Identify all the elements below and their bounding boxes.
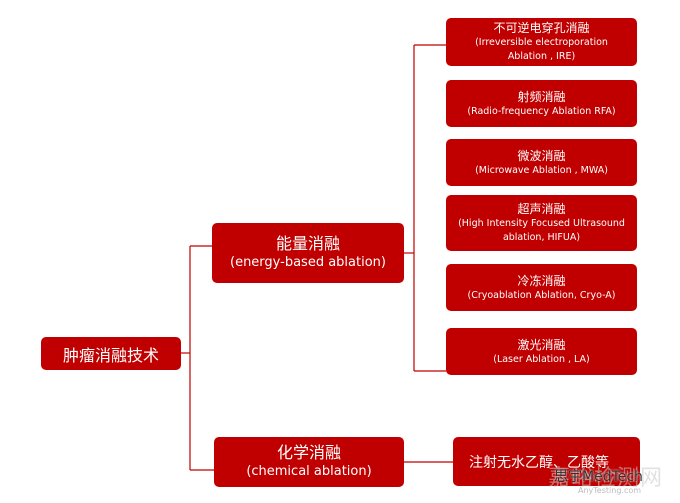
rfa-node: 射频消融 (Radio-frequency Ablation RFA): [446, 80, 637, 127]
energy-ablation-node: 能量消融 (energy-based ablation): [212, 223, 404, 283]
root-label: 肿瘤消融技术: [62, 345, 159, 365]
laser-zh: 激光消融: [517, 337, 566, 352]
hifua-en: (High Intensity Focused Ultrasound ablat…: [458, 218, 625, 243]
chemical-zh: 化学消融: [276, 443, 341, 462]
chemical-ablation-node: 化学消融 (chemical ablation): [214, 437, 404, 487]
watermark-main: 思宇MedTech: [554, 469, 643, 485]
watermark: 嘉峪检测网 思宇MedTech AnyTesting.com: [548, 458, 678, 502]
hifua-node: 超声消融 (High Intensity Focused Ultrasound …: [446, 195, 637, 251]
watermark-sub: AnyTesting.com: [578, 486, 642, 495]
mwa-en: (Microwave Ablation , MWA): [475, 164, 608, 176]
energy-zh: 能量消融: [275, 234, 340, 253]
watermark-bg: 嘉峪检测网: [548, 466, 664, 491]
rfa-zh: 射频消融: [517, 89, 566, 104]
ire-zh: 不可逆电穿孔消融: [493, 21, 590, 35]
ethanol-injection-node: 注射无水乙醇、乙酸等: [453, 437, 640, 486]
mwa-node: 微波消融 (Microwave Ablation , MWA): [446, 139, 637, 186]
ire-node: 不可逆电穿孔消融 (Irreversible electroporation A…: [446, 18, 637, 66]
hifua-zh: 超声消融: [517, 202, 566, 216]
ethanol-label: 注射无水乙醇、乙酸等: [469, 454, 609, 471]
mwa-zh: 微波消融: [517, 148, 566, 163]
cryo-zh: 冷冻消融: [517, 273, 566, 288]
laser-node: 激光消融 (Laser Ablation , LA): [446, 328, 637, 375]
laser-en: (Laser Ablation , LA): [493, 353, 590, 365]
rfa-en: (Radio-frequency Ablation RFA): [467, 105, 616, 117]
chemical-en: (chemical ablation): [246, 464, 372, 479]
cryo-node: 冷冻消融 (Cryoablation Ablation, Cryo-A): [446, 264, 637, 311]
energy-en: (energy-based ablation): [230, 255, 386, 270]
root-node: 肿瘤消融技术: [41, 337, 181, 370]
cryo-en: (Cryoablation Ablation, Cryo-A): [467, 289, 616, 301]
ire-en: (Irreversible electroporation Ablation ,…: [475, 37, 608, 62]
